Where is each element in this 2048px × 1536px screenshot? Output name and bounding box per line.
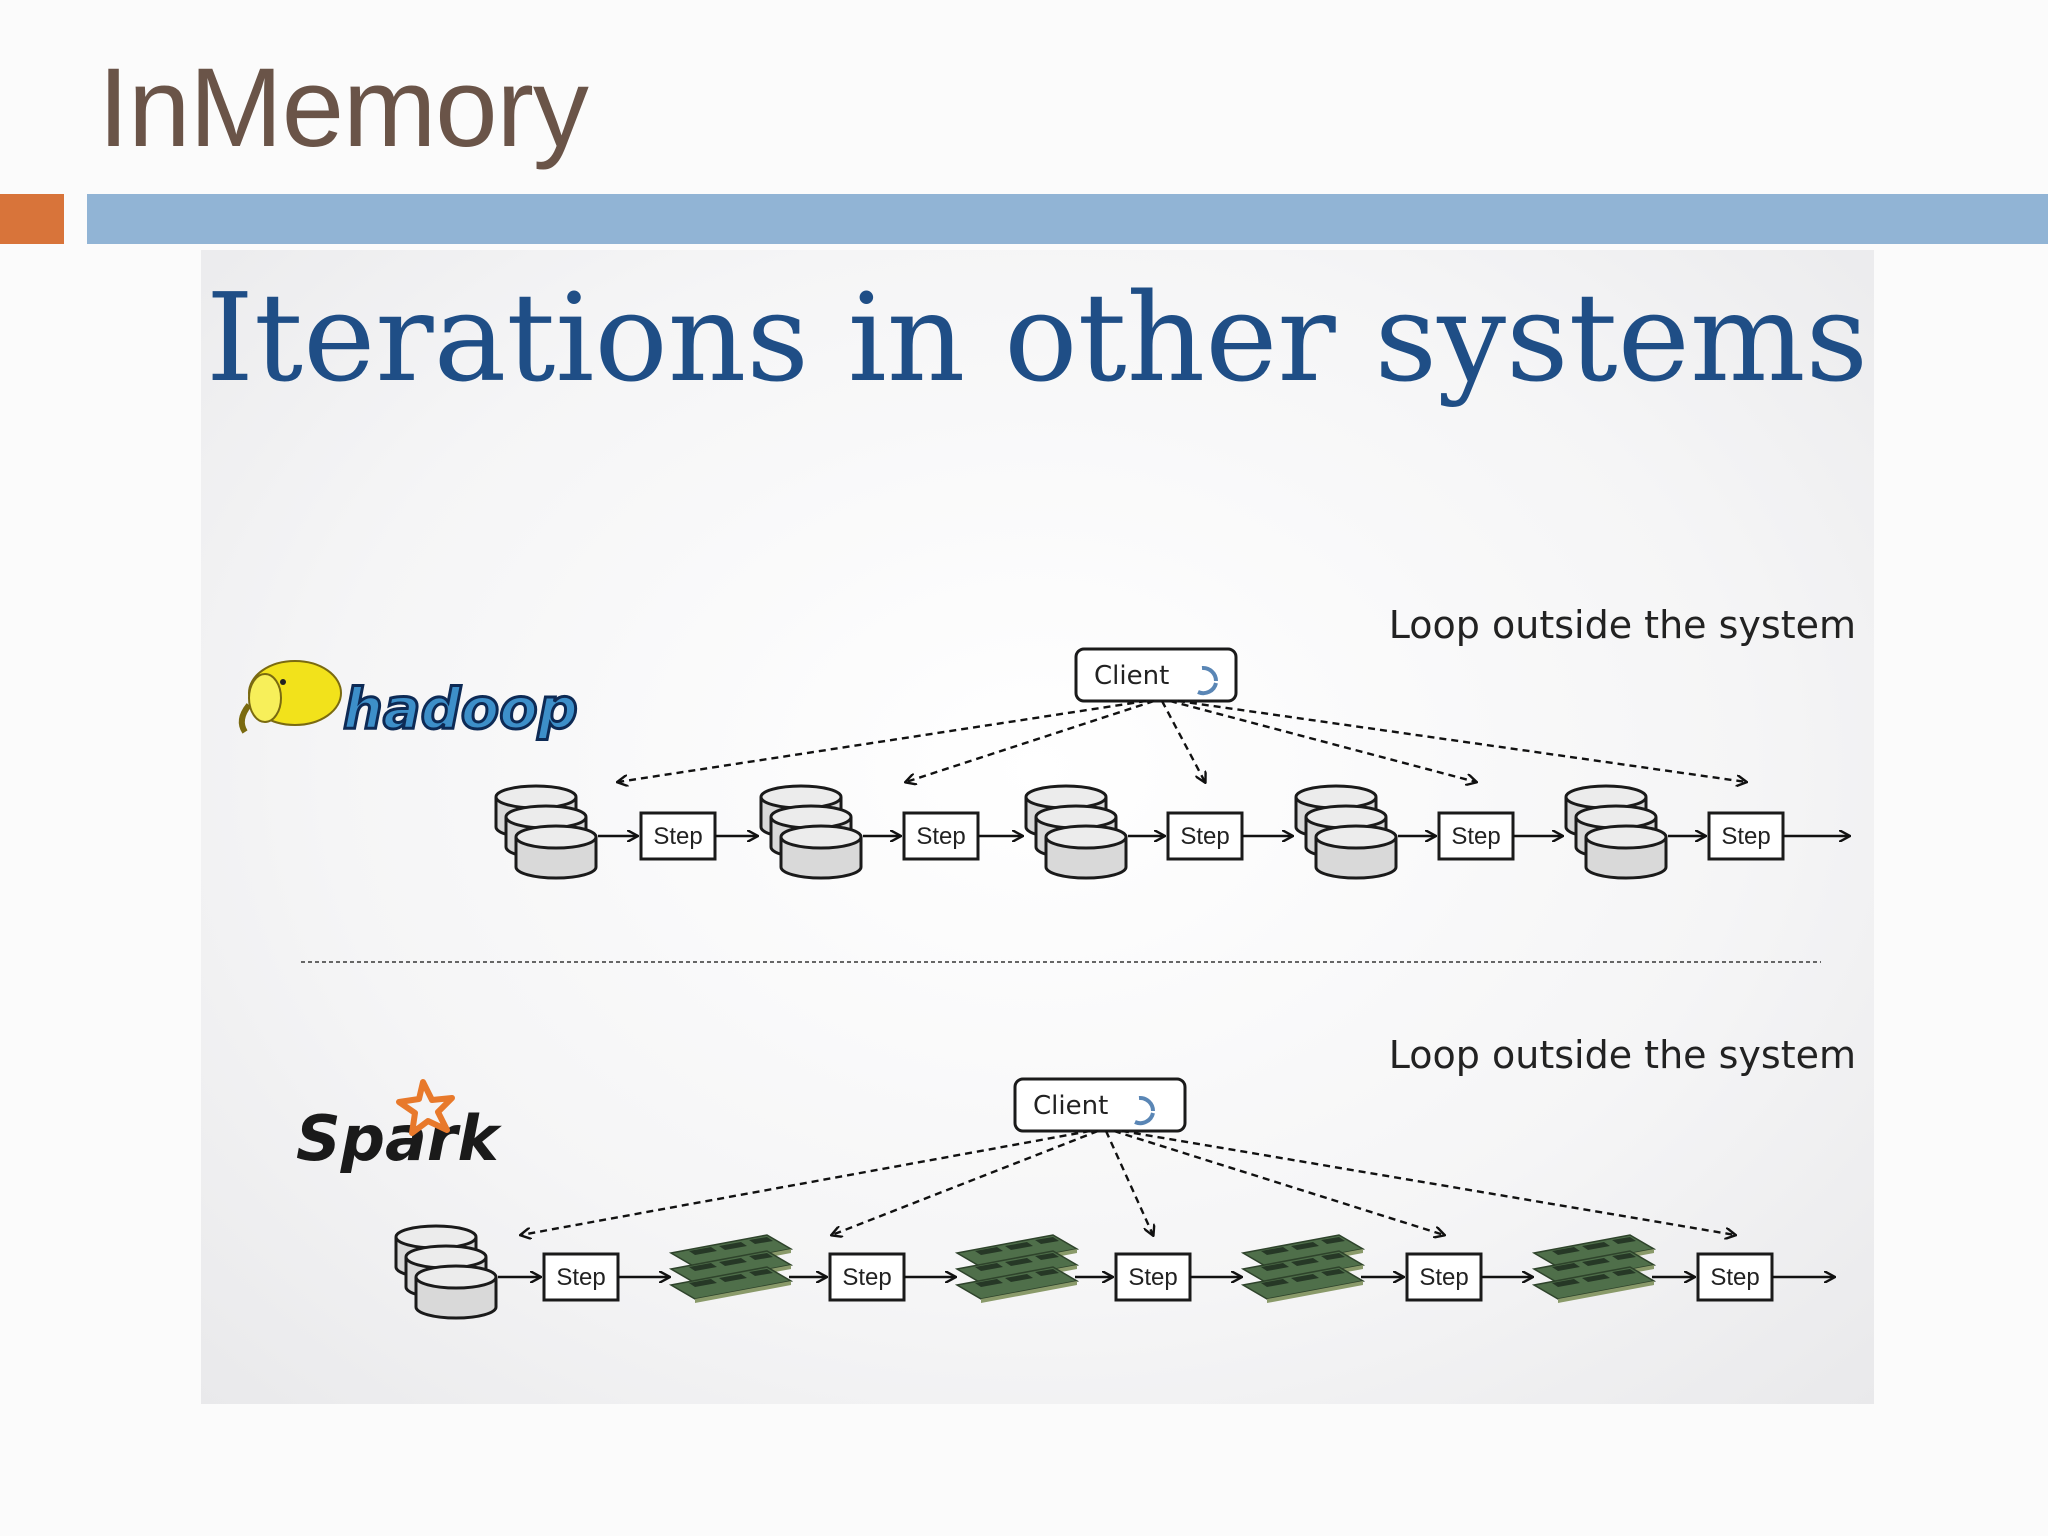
step-label: Step [653,823,702,850]
step-box: Step [1696,1252,1774,1302]
step-label: Step [1128,1264,1177,1291]
step-label: Step [1710,1264,1759,1291]
step-label: Step [1451,823,1500,850]
step-label: Step [1721,823,1770,850]
step-box: Step [1114,1252,1192,1302]
step-box: Step [902,811,980,861]
step-box: Step [542,1252,620,1302]
title-underline-bar [87,194,2048,244]
memory-module-icon [1242,1234,1364,1304]
spark-loop-label: Loop outside the system [1389,1033,1856,1077]
memory-module-icon [670,1234,792,1304]
client-dispatch-arrow [906,699,1155,782]
figure-title: Iterations in other systems [206,267,1868,409]
step-label: Step [842,1264,891,1291]
client-dispatch-arrow [1121,1129,1735,1235]
client-dispatch-arrow [1160,700,1205,782]
slide-title: InMemory [98,45,589,170]
spark-client-label: Client [1033,1091,1108,1121]
memory-module-icon [956,1234,1078,1304]
database-icon [1564,784,1668,880]
client-dispatch-arrow [1104,1130,1153,1235]
step-box: Step [828,1252,906,1302]
memory-module-icon [1533,1234,1655,1304]
refresh-icon [1134,1095,1156,1126]
database-icon [1294,784,1398,880]
database-icon [759,784,863,880]
hadoop-client-box: Client [1074,647,1238,703]
step-box: Step [639,811,717,861]
spark-logo: Spark [296,1079,502,1175]
spark-star-icon [396,1079,455,1136]
refresh-icon [1197,665,1219,696]
step-box: Step [1405,1252,1483,1302]
embedded-figure: Iterations in other systems hadoop Loop … [201,250,1874,1404]
step-label: Step [1419,1264,1468,1291]
hadoop-client-label: Client [1094,661,1169,691]
step-box: Step [1166,811,1244,861]
hadoop-logo: hadoop [238,660,579,744]
client-dispatch-arrow [832,1129,1099,1235]
step-label: Step [556,1264,605,1291]
database-icon [494,784,598,880]
client-dispatch-arrow [1177,699,1746,782]
database-icon [1024,784,1128,880]
spark-wordmark: Spark [296,1102,502,1175]
elephant-icon [238,660,342,734]
step-box: Step [1437,811,1515,861]
accent-block [0,194,64,244]
iteration-diagram: Iterations in other systems hadoop Loop … [206,267,1868,1320]
client-dispatch-arrow [521,1129,1091,1235]
spark-client-box: Client [1013,1077,1187,1133]
step-label: Step [916,823,965,850]
hadoop-wordmark: hadoop [343,677,578,742]
database-icon [394,1224,498,1320]
client-dispatch-arrow [1169,699,1476,782]
step-box: Step [1707,811,1785,861]
client-dispatch-arrow [618,699,1147,782]
hadoop-loop-label: Loop outside the system [1389,603,1856,647]
client-dispatch-arrow [1113,1129,1444,1235]
step-label: Step [1180,823,1229,850]
